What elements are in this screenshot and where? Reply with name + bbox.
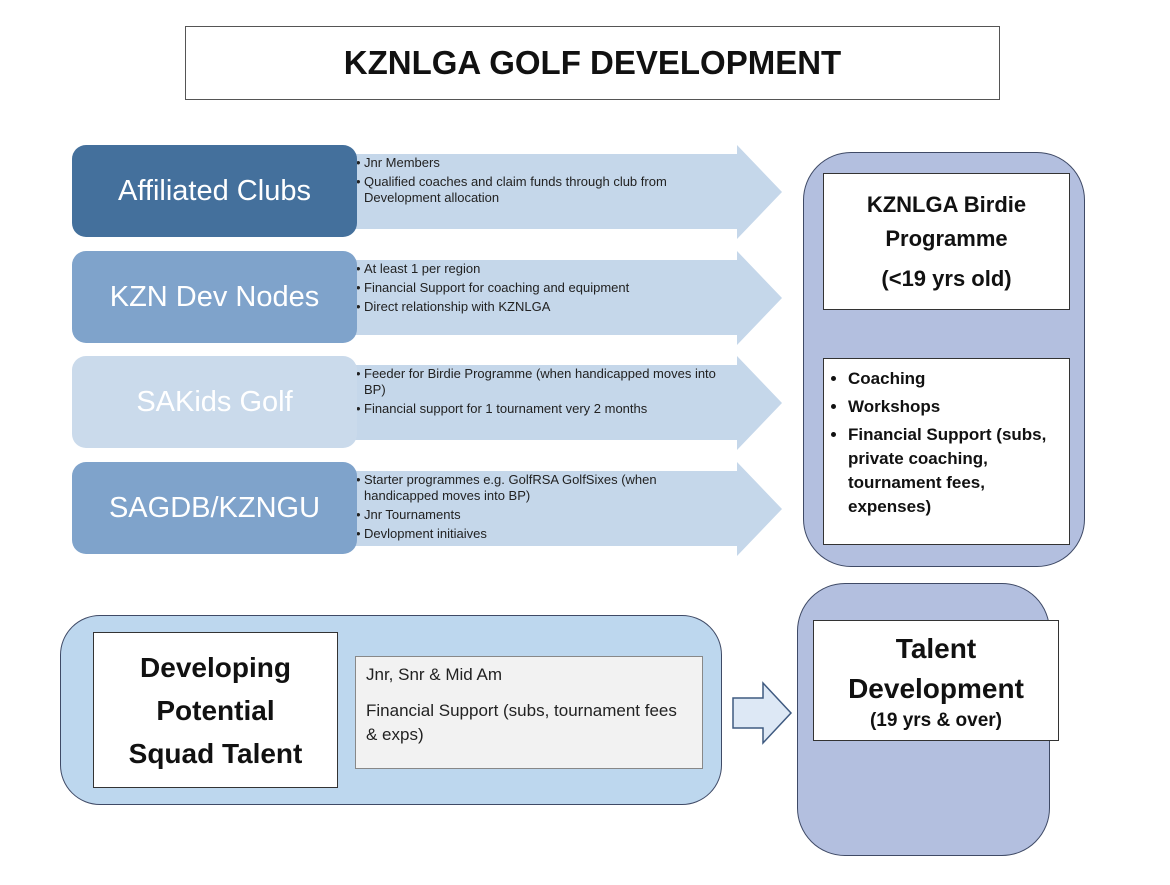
talent-development-title: Talent Development [848,632,1024,704]
source-box: SAGDB/KZNGU [72,462,357,554]
source-box: KZN Dev Nodes [72,251,357,343]
flow-arrow: Starter programmes e.g. GolfRSA GolfSixe… [352,462,784,556]
benefit-item: Coaching [848,367,1059,391]
flow-arrow: At least 1 per regionFinancial Support f… [352,251,784,345]
squad-title-box: Developing Potential Squad Talent [93,632,338,788]
source-bullets: Starter programmes e.g. GolfRSA GolfSixe… [356,472,726,545]
birdie-programme-title: KZNLGA Birdie Programme [866,191,1027,251]
birdie-programme-title-box: KZNLGA Birdie Programme (<19 yrs old) [823,173,1070,310]
source-bullet: Financial Support for coaching and equip… [356,280,726,296]
talent-development-age: (19 yrs & over) [869,709,1002,731]
source-bullet: Jnr Members [356,155,726,171]
squad-title: Developing Potential Squad Talent [128,651,303,769]
flow-arrow: Jnr MembersQualified coaches and claim f… [352,145,784,239]
source-bullet: Starter programmes e.g. GolfRSA GolfSixe… [356,472,726,504]
source-box: SAKids Golf [72,356,357,448]
benefit-item: Financial Support (subs, private coachin… [848,423,1059,519]
source-bullet: Feeder for Birdie Programme (when handic… [356,366,726,398]
source-bullet: At least 1 per region [356,261,726,277]
squad-support: Financial Support (subs, tournament fees… [366,701,677,744]
source-bullet: Direct relationship with KZNLGA [356,299,726,315]
source-bullet: Qualified coaches and claim funds throug… [356,174,726,206]
right-arrow-icon [732,681,793,745]
page-title: KZNLGA GOLF DEVELOPMENT [185,26,1000,100]
flow-arrow: Feeder for Birdie Programme (when handic… [352,356,784,450]
squad-details-box: Jnr, Snr & Mid Am Financial Support (sub… [355,656,703,769]
squad-eligibility: Jnr, Snr & Mid Am [366,665,503,684]
birdie-programme-age: (<19 yrs old) [881,265,1012,291]
source-bullets: Jnr MembersQualified coaches and claim f… [356,155,726,209]
source-bullet: Devlopment initiaives [356,526,726,542]
benefit-item: Workshops [848,395,1059,419]
source-box: Affiliated Clubs [72,145,357,237]
talent-development-box: Talent Development (19 yrs & over) [813,620,1059,741]
source-bullets: At least 1 per regionFinancial Support f… [356,261,726,318]
source-bullet: Financial support for 1 tournament very … [356,401,726,417]
source-bullets: Feeder for Birdie Programme (when handic… [356,366,726,420]
source-bullet: Jnr Tournaments [356,507,726,523]
birdie-programme-benefits: Coaching Workshops Financial Support (su… [823,358,1070,545]
